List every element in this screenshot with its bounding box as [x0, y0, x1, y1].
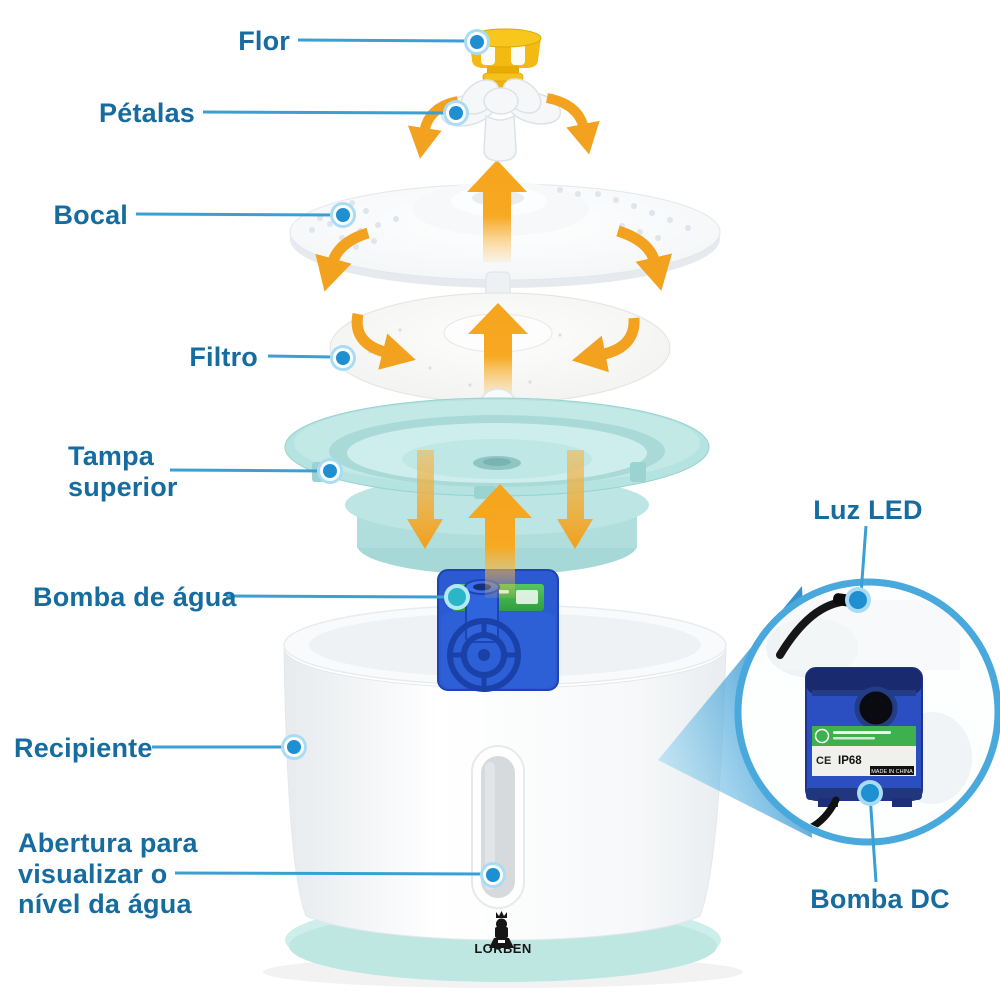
- pump-grille: [447, 618, 521, 692]
- marker-petalas: [443, 100, 469, 126]
- label-filtro: Filtro: [189, 342, 258, 372]
- filter-rotate-arrows: [351, 312, 640, 373]
- label-bomba-dc: Bomba DC: [810, 884, 950, 914]
- ip-rating-text: IP68: [838, 755, 862, 767]
- label-luz-led: Luz LED: [813, 495, 923, 525]
- leader-lines: [135, 38, 878, 883]
- water-pump: [437, 569, 559, 692]
- flow-arrow-up-middle: [468, 303, 528, 400]
- label-abertura: Abertura para visualizar o nível da água: [18, 828, 198, 919]
- marker-bocal: [330, 202, 356, 228]
- marker-tampa: [317, 458, 343, 484]
- marker-bomba-dc: [857, 780, 883, 806]
- label-bomba-de-agua: Bomba de água: [33, 582, 237, 612]
- marker-abertura: [480, 862, 506, 888]
- label-petalas: Pétalas: [99, 98, 195, 128]
- flow-arrow-up-bottom: [468, 484, 532, 598]
- label-flor: Flor: [238, 26, 290, 56]
- marker-filtro: [330, 345, 356, 371]
- label-bocal: Bocal: [53, 200, 128, 230]
- made-in-text: MADE IN CHINA: [871, 769, 913, 775]
- brand-logo-text: LORBEN: [474, 941, 532, 956]
- marker-bomba-agua: [444, 584, 470, 610]
- marker-luz-led: [845, 587, 871, 613]
- marker-dots: [281, 29, 883, 888]
- label-recipiente: Recipiente: [14, 733, 153, 763]
- marker-recipiente: [281, 734, 307, 760]
- dc-pump-markings: CE IP68 MADE IN CHINA: [816, 755, 913, 775]
- disc-rotate-arrows: [315, 225, 673, 292]
- marker-flor: [464, 29, 490, 55]
- flow-arrows-down: [407, 450, 593, 549]
- dc-pump: [805, 667, 923, 832]
- ce-mark-text: CE: [816, 755, 831, 767]
- label-tampa-superior: Tampa superior: [68, 441, 178, 502]
- brand-logo-icon: [489, 911, 514, 948]
- flow-arrow-up-top: [467, 160, 527, 262]
